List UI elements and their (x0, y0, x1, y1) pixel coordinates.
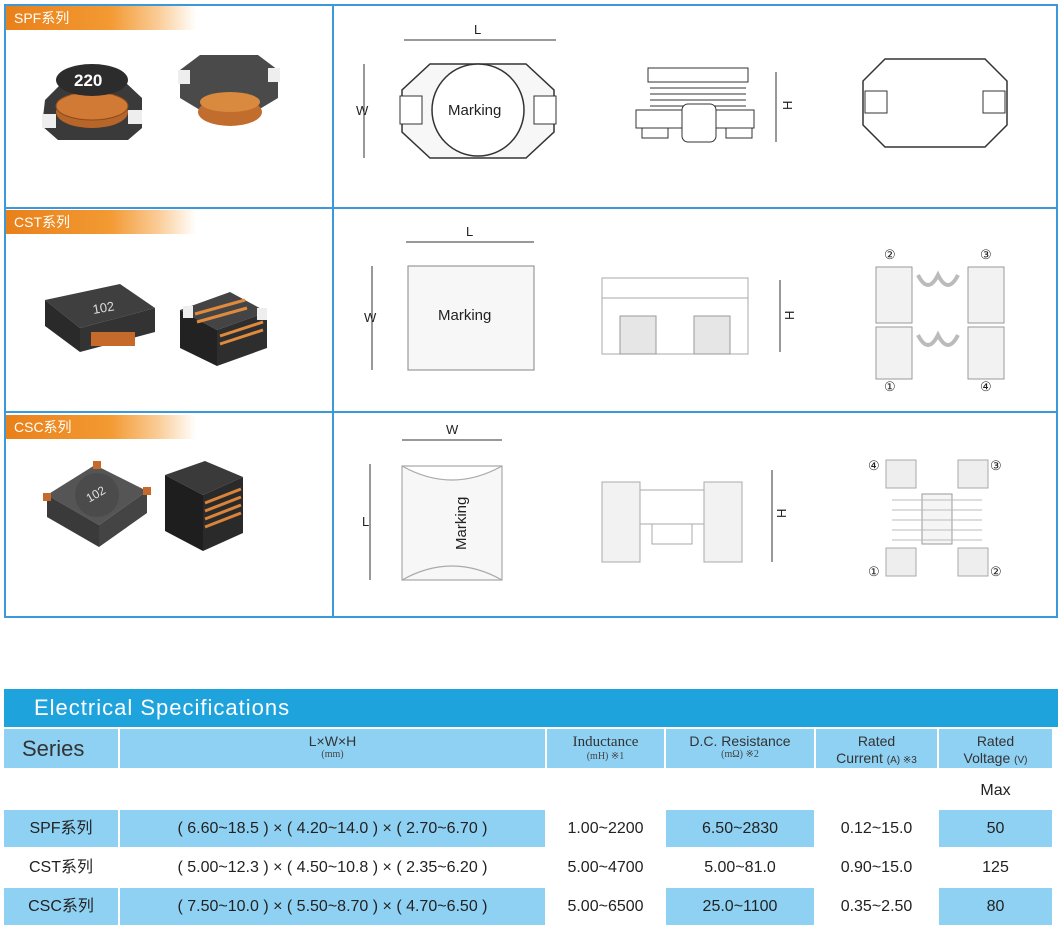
row-divider (6, 207, 1056, 209)
spf-bottom-view-drawing (862, 58, 1008, 148)
column-divider (332, 6, 334, 616)
svg-text:①: ① (868, 564, 880, 579)
cell-voltage: 80 (939, 888, 1052, 925)
cell-current: 0.90~15.0 (840, 859, 913, 876)
cell-dcr: 6.50~2830 (666, 810, 814, 847)
svg-text:④: ④ (980, 379, 992, 394)
csc-top-view-drawing: W L Marking (362, 422, 503, 581)
cst-top-view-drawing: L W Marking (364, 224, 535, 371)
header-series: Series (4, 729, 118, 768)
svg-text:L: L (466, 224, 473, 239)
cell-dims: ( 6.60~18.5 ) × ( 4.20~14.0 ) × ( 2.70~6… (120, 810, 545, 847)
svg-text:H: H (774, 509, 789, 518)
cell-dcr: 25.0~1100 (666, 888, 814, 925)
header-rated-voltage: Rated Voltage (V) (939, 729, 1052, 768)
table-row: CST系列 ( 5.00~12.3 ) × ( 4.50~10.8 ) × ( … (4, 849, 1058, 888)
electrical-specifications-table: Electrical Specifications Series L×W×H (… (4, 689, 1058, 927)
spf-top-view-drawing: L W Marking (356, 22, 557, 159)
cell-voltage: 125 (982, 859, 1009, 876)
cell-series: SPF系列 (4, 810, 118, 847)
spec-max-row: Max (4, 768, 1058, 810)
svg-text:②: ② (990, 564, 1002, 579)
csc-side-view-drawing: H (601, 470, 789, 563)
cell-voltage: 50 (939, 810, 1052, 847)
cell-dims: ( 5.00~12.3 ) × ( 4.50~10.8 ) × ( 2.35~6… (177, 859, 488, 876)
spf-product-photo: 220 (42, 55, 280, 140)
header-dc-resistance: D.C. Resistance (mΩ) ※2 (666, 729, 814, 768)
table-row: CSC系列 ( 7.50~10.0 ) × ( 5.50~8.70 ) × ( … (4, 888, 1058, 927)
header-rated-current: Rated Current (A) ※3 (816, 729, 937, 768)
cell-current: 0.12~15.0 (840, 820, 913, 837)
svg-text:L: L (362, 514, 369, 529)
series-tag-spf: SPF系列 (6, 6, 196, 30)
cell-dims: ( 7.50~10.0 ) × ( 5.50~8.70 ) × ( 4.70~6… (120, 888, 545, 925)
cst-code-text: 102 (91, 298, 115, 317)
svg-text:Marking: Marking (448, 102, 501, 119)
svg-text:④: ④ (868, 458, 880, 473)
cell-dcr: 5.00~81.0 (704, 859, 776, 876)
cell-series: CST系列 (28, 859, 93, 876)
header-lwh: L×W×H (mm) (120, 729, 545, 768)
cell-inductance: 1.00~2200 (567, 820, 644, 837)
max-label: Max (980, 782, 1011, 799)
row-divider (6, 411, 1056, 413)
svg-text:W: W (446, 422, 459, 437)
svg-text:Marking: Marking (438, 307, 491, 324)
svg-text:①: ① (884, 379, 896, 394)
csc-bottom-view-drawing: ④ ③ ① ② (868, 458, 1002, 579)
cst-side-view-drawing: H (601, 277, 797, 355)
product-grid (4, 4, 1058, 618)
cst-bottom-view-drawing: ② ③ ① ④ (875, 247, 1005, 394)
svg-text:③: ③ (990, 458, 1002, 473)
svg-text:③: ③ (980, 247, 992, 262)
svg-text:W: W (364, 310, 377, 325)
svg-text:Marking: Marking (453, 497, 470, 550)
series-tag-csc: CSC系列 (6, 415, 196, 439)
svg-text:H: H (782, 311, 797, 320)
csc-product-photo: 102 (43, 461, 243, 551)
cell-inductance: 5.00~6500 (567, 898, 644, 915)
header-inductance: Inductance (mH) ※1 (547, 729, 664, 768)
cell-current: 0.35~2.50 (840, 898, 913, 915)
svg-text:②: ② (884, 247, 896, 262)
svg-text:W: W (356, 103, 369, 118)
series-tag-cst: CST系列 (6, 210, 196, 234)
table-row: SPF系列 ( 6.60~18.5 ) × ( 4.20~14.0 ) × ( … (4, 810, 1058, 849)
spf-code-text: 220 (74, 71, 102, 90)
cell-series: CSC系列 (4, 888, 118, 925)
cell-inductance: 5.00~4700 (567, 859, 644, 876)
svg-text:H: H (780, 101, 795, 110)
cst-product-photo: 102 (45, 284, 267, 366)
spf-side-view-drawing: H (635, 67, 795, 143)
spec-table-title: Electrical Specifications (4, 689, 1058, 727)
spec-header-row: Series L×W×H (mm) Inductance (mH) ※1 D.C… (4, 727, 1058, 768)
svg-text:L: L (474, 22, 481, 37)
